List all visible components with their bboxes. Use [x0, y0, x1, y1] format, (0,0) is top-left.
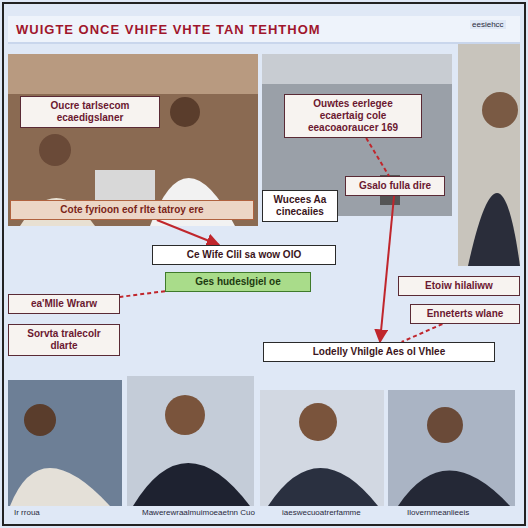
band-label: Cote fyrioon eof rlte tatroy ere	[10, 200, 254, 220]
diagram-title: WUIGTE ONCE VHIFE VHTE TAN TEHTHOM	[8, 16, 520, 44]
node-text: Ce Wife Clil sa wow OIO	[158, 249, 330, 261]
caption-box: Oucre tarlsecom ecaedigslaner	[20, 96, 160, 128]
connector	[120, 291, 165, 297]
connector	[157, 220, 219, 245]
node-text: Cote fyrioon eof rlte tatroy ere	[16, 204, 248, 216]
caption-label: iaeswecuoatrerfamme	[280, 508, 363, 517]
photo-bottom-3	[260, 390, 384, 506]
small-label-box: Wucees Aa cinecaiies	[262, 190, 338, 222]
side-box: Etoiw hilaliww	[398, 276, 520, 296]
label-box: Gsalo fulla dire	[345, 176, 445, 196]
side-box: Sorvta tralecolr dlarte	[8, 324, 120, 356]
caption-label: Ir rroua	[12, 508, 42, 517]
caption-label: Mawerewraalmuimoeaetnn Cuo	[140, 508, 257, 517]
bottom-box: Lodelly Vhilgle Aes ol Vhlee	[263, 342, 495, 362]
photo-top-right	[458, 40, 520, 266]
center-box: Ce Wife Clil sa wow OIO	[152, 245, 336, 265]
side-box: Enneterts wlane	[410, 304, 520, 324]
node-text: Etoiw hilaliww	[404, 280, 514, 292]
node-text: ea'Mlle Wrarw	[14, 298, 114, 310]
connector	[380, 196, 394, 342]
frame	[3, 3, 525, 525]
node-text: Lodelly Vhilgle Aes ol Vhlee	[269, 346, 489, 358]
connector	[366, 138, 389, 176]
node-text: Gsalo fulla dire	[351, 180, 439, 192]
highlight-box: Ges hudeslgiel oe	[165, 272, 311, 292]
node-text: Oucre tarlsecom ecaedigslaner	[26, 100, 154, 124]
caption-box: Ouwtes eerlegee ecaertaig cole eeacoaora…	[284, 94, 422, 138]
photo-bottom-4	[388, 390, 515, 506]
photo-top-left	[8, 54, 258, 226]
caption-label: Ilovernmeanlieeis	[405, 508, 471, 517]
node-text: Wucees Aa cinecaiies	[268, 194, 332, 218]
caption-label: eesiehcc	[470, 20, 506, 29]
side-box: ea'Mlle Wrarw	[8, 294, 120, 314]
node-text: Ges hudeslgiel oe	[171, 276, 305, 288]
connector	[402, 324, 443, 342]
node-text: Sorvta tralecolr dlarte	[14, 328, 114, 352]
node-text: Ouwtes eerlegee ecaertaig cole eeacoaora…	[290, 98, 416, 134]
photo-bottom-1	[8, 380, 122, 506]
node-text: Enneterts wlane	[416, 308, 514, 320]
caption-strip	[8, 506, 520, 520]
photo-bottom-2	[127, 376, 254, 506]
